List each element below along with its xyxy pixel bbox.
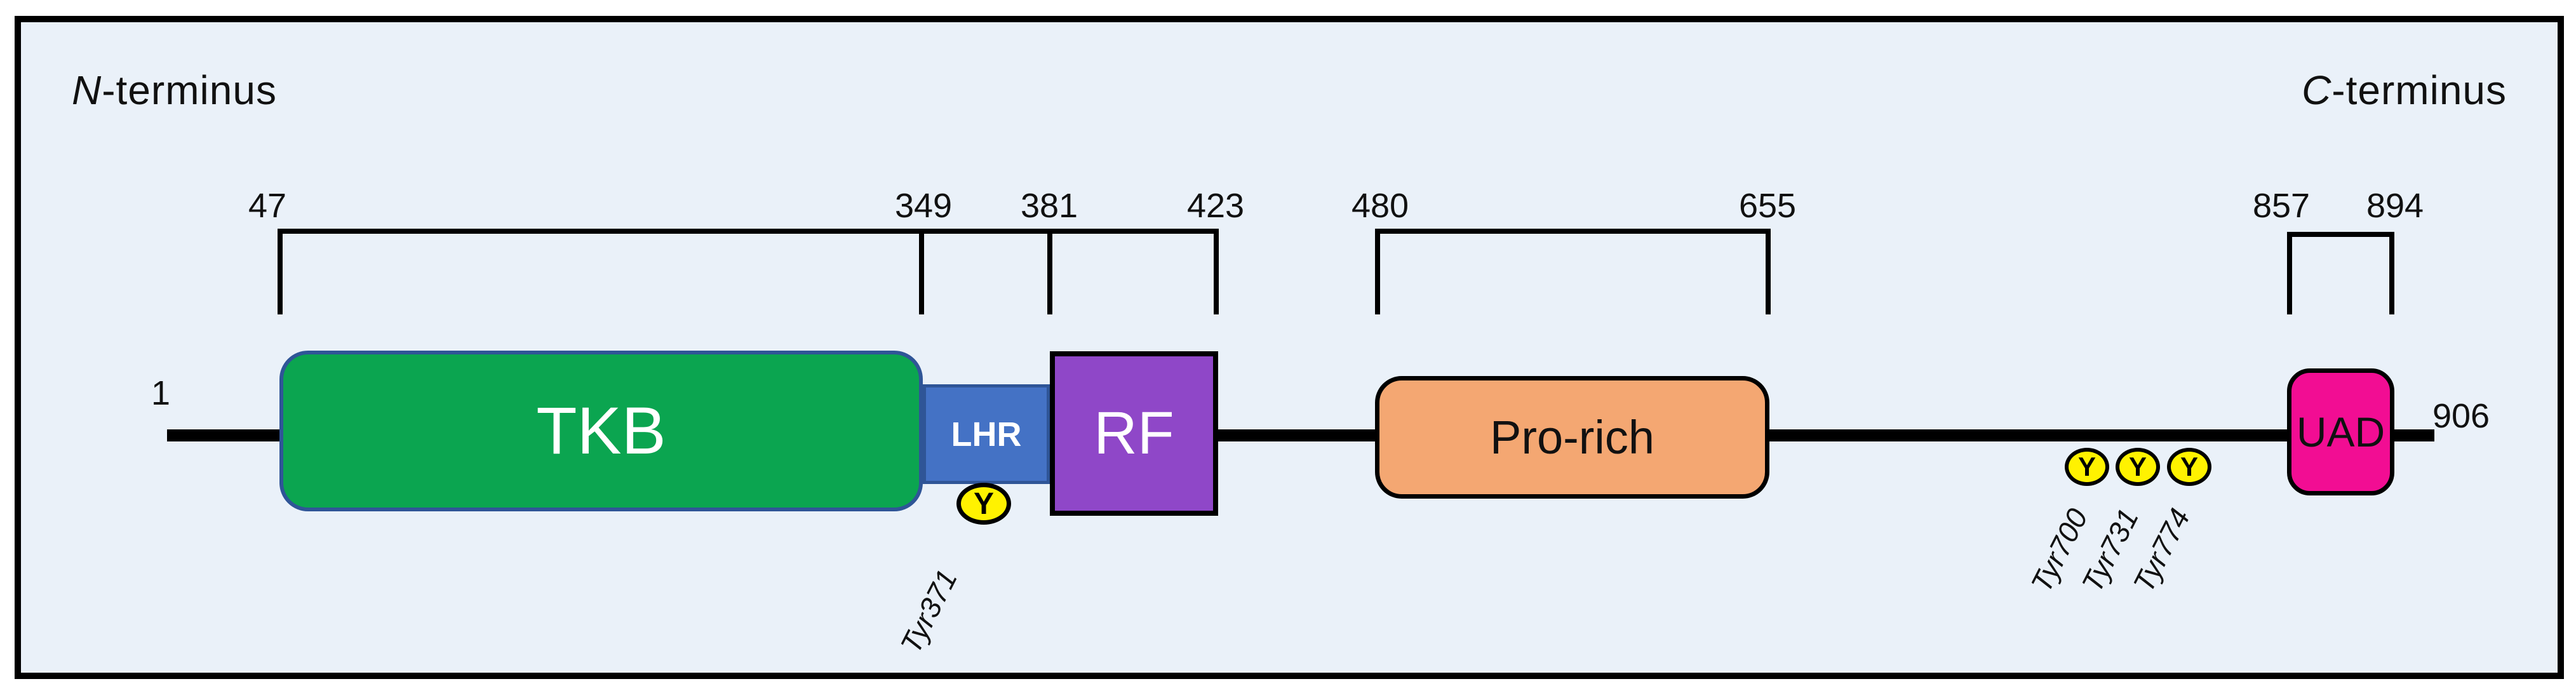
residue-label-857: 857 (2252, 187, 2311, 225)
domain-tkb: TKB (279, 351, 923, 511)
domain-lhr-label: LHR (951, 415, 1022, 454)
residue-label-655: 655 (1738, 187, 1797, 225)
n-terminus-rest: -terminus (102, 67, 277, 113)
residue-label-894: 894 (2366, 187, 2424, 225)
c-terminus-label: C-terminus (2302, 67, 2507, 114)
bracket-tick-655 (1766, 234, 1771, 314)
bracket-tick-349 (919, 234, 924, 314)
phospho-site-circle-tyr371: Y (956, 483, 1011, 525)
residue-label-381: 381 (1020, 187, 1078, 225)
bracket-uad (2287, 232, 2394, 314)
domain-tkb-label: TKB (536, 393, 666, 468)
bracket-prorich (1375, 229, 1771, 314)
domain-uad: UAD (2287, 368, 2394, 495)
residue-label-480: 480 (1351, 187, 1409, 225)
domain-uad-label: UAD (2296, 408, 2385, 455)
bracket-tick-381 (1047, 234, 1052, 314)
bracket-tkb-lhr-rf (278, 229, 1219, 314)
phospho-site-circle-tyr731: Y (2116, 448, 2160, 486)
phospho-site-circle-tyr774: Y (2167, 448, 2211, 486)
domain-rf-label: RF (1094, 400, 1174, 467)
bracket-tick-47 (278, 234, 283, 314)
bracket-tick-857 (2287, 237, 2292, 314)
bracket-tick-480 (1375, 234, 1380, 314)
residue-label-423: 423 (1186, 187, 1245, 225)
domain-pro-rich-label: Pro-rich (1489, 411, 1655, 464)
n-terminus-letter: N (72, 67, 102, 113)
domain-rf: RF (1050, 351, 1218, 516)
residue-label-47: 47 (248, 187, 287, 225)
bracket-tick-894 (2389, 237, 2394, 314)
domain-pro-rich: Pro-rich (1375, 376, 1769, 499)
phospho-y-symbol: Y (973, 487, 994, 521)
phospho-y-symbol: Y (2180, 452, 2198, 481)
residue-label-1: 1 (151, 374, 171, 412)
domain-lhr: LHR (923, 384, 1050, 484)
phospho-y-symbol: Y (2077, 452, 2096, 481)
diagram-frame: N-terminus C-terminus 47 349 381 423 480… (15, 16, 2564, 679)
phospho-site-label-tyr371: Tyr371 (894, 564, 964, 659)
bracket-tick-423 (1214, 234, 1219, 314)
n-terminus-label: N-terminus (72, 67, 277, 114)
c-terminus-letter: C (2302, 67, 2332, 113)
c-terminus-rest: -terminus (2331, 67, 2507, 113)
residue-label-906: 906 (2432, 397, 2490, 435)
phospho-y-symbol: Y (2128, 452, 2147, 481)
phospho-site-circle-tyr700: Y (2065, 448, 2109, 486)
residue-label-349: 349 (894, 187, 953, 225)
